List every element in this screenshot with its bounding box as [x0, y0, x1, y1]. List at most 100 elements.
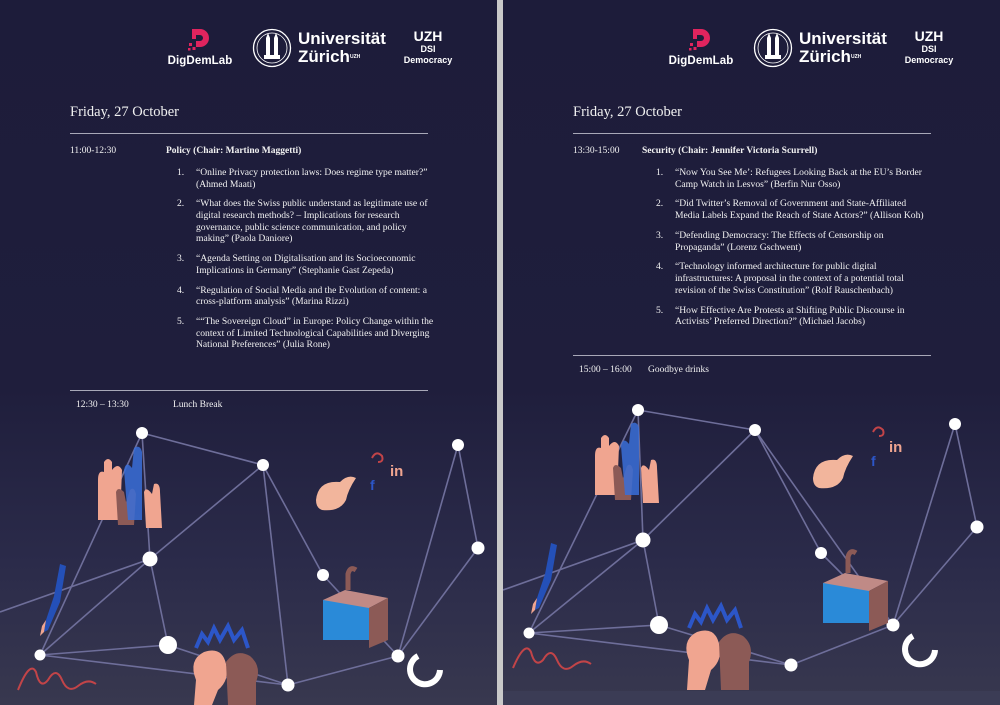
- break-time: 12:30 – 13:30: [76, 400, 129, 410]
- divider: [70, 133, 428, 134]
- divider: [573, 355, 931, 356]
- talk-item: 3. “Defending Democracy: The Effects of C…: [656, 229, 930, 253]
- talk-item: 4. “Regulation of Social Media and the Ev…: [177, 284, 436, 308]
- heads-icon: [686, 601, 751, 690]
- talk-text: “Did Twitter’s Removal of Government and…: [675, 198, 924, 222]
- logo-bar: DigDemLab Universität ZürichUZH UZH DSI …: [661, 26, 961, 76]
- uzh-sup: UZH: [349, 54, 361, 60]
- facebook-icon: f: [370, 477, 375, 493]
- talk-text: “Regulation of Social Media and the Evol…: [196, 284, 427, 308]
- program-page-left: DigDemLab Universität ZürichUZH UZH DSI …: [0, 0, 497, 705]
- pen-icon: [40, 564, 66, 636]
- digdemlab-mark-icon: [188, 29, 209, 51]
- signature-scribble-icon: [17, 667, 97, 691]
- digdemlab-wordmark: DigDemLab: [167, 55, 233, 67]
- talk-text: “Defending Democracy: The Effects of Cen…: [675, 229, 884, 253]
- uzh-sup: UZH: [850, 54, 862, 60]
- heads-icon: [193, 621, 258, 705]
- talk-text: “What does the Swiss public understand a…: [196, 198, 428, 245]
- talk-number: 2.: [656, 198, 664, 210]
- network-nodes: [34, 427, 485, 692]
- talk-list: 1. “Now You See Me’: Refugees Looking Bac…: [656, 167, 930, 336]
- session-time: 13:30-15:00: [573, 146, 620, 156]
- talk-item: 5.““The Sovereign Cloud” in Europe: Poli…: [177, 316, 436, 351]
- session-title: Security (Chair: Jennifer Victoria Scurr…: [642, 146, 818, 156]
- talk-number: 3.: [177, 253, 185, 265]
- talk-item: 3. “Agenda Setting on Digitalisation and …: [177, 253, 436, 276]
- at-scribble-icon: [872, 426, 885, 437]
- dsi-label: DSI: [420, 44, 436, 54]
- digdemlab-logo: DigDemLab: [661, 26, 741, 67]
- uzh-line-2: Zürich: [799, 47, 851, 66]
- page-gutter: [497, 0, 503, 705]
- session-title: Policy (Chair: Martino Maggetti): [166, 146, 302, 156]
- bird-icon: [316, 476, 356, 511]
- divider: [70, 390, 428, 391]
- talk-number: 5.: [656, 304, 664, 316]
- loop-icon: [902, 633, 938, 668]
- uzh-seal-icon: [252, 28, 292, 68]
- logo-bar: DigDemLab Universität ZürichUZH UZH DSI …: [160, 26, 460, 76]
- talk-text: “Online Privacy protection laws: Does re…: [196, 167, 428, 190]
- at-scribble-icon: [371, 452, 384, 463]
- talk-text: ““The Sovereign Cloud” in Europe: Policy…: [196, 316, 434, 351]
- uzh-wordmark: Universität ZürichUZH: [298, 30, 386, 66]
- talk-item: 1. “Now You See Me’: Refugees Looking Bac…: [656, 167, 930, 190]
- uzh-seal-icon: [753, 28, 793, 68]
- talk-text: “How Effective Are Protests at Shifting …: [675, 304, 905, 328]
- talk-list: 1. “Online Privacy protection laws: Does …: [177, 167, 436, 359]
- break-time: 15:00 – 16:00: [579, 365, 632, 375]
- network-lines: [0, 432, 479, 686]
- uzh-line-2: Zürich: [298, 47, 350, 66]
- dsi-logo: UZH DSI Democracy: [398, 28, 458, 66]
- talk-text: “Technology informed architecture for pu…: [675, 261, 904, 296]
- talk-item: 1. “Online Privacy protection laws: Does …: [177, 167, 436, 190]
- ballot-box-icon: [823, 549, 888, 631]
- hands-icon: [98, 446, 162, 528]
- break-label: Lunch Break: [173, 400, 223, 410]
- dsi-democracy: Democracy: [904, 55, 954, 65]
- bird-icon: [813, 454, 853, 489]
- digdemlab-mark-icon: [689, 29, 710, 51]
- ballot-box-icon: [323, 566, 388, 648]
- dsi-uzh: UZH: [413, 28, 443, 44]
- program-page-right: DigDemLab Universität ZürichUZH UZH DSI …: [503, 0, 1000, 705]
- talk-number: 4.: [177, 284, 185, 296]
- hands-icon: [595, 422, 659, 503]
- digdemlab-logo: DigDemLab: [160, 26, 240, 67]
- talk-number: 3.: [656, 229, 664, 241]
- dsi-democracy: Democracy: [403, 55, 453, 65]
- break-label: Goodbye drinks: [648, 365, 709, 375]
- dsi-label: DSI: [921, 44, 937, 54]
- uzh-wordmark: Universität ZürichUZH: [799, 30, 887, 66]
- loop-icon: [407, 653, 443, 688]
- facebook-icon: f: [871, 453, 876, 469]
- uzh-line-1: Universität: [298, 29, 386, 48]
- signature-scribble-icon: [512, 647, 592, 670]
- network-illustration: in f: [0, 427, 485, 705]
- talk-item: 2. “Did Twitter’s Removal of Government a…: [656, 198, 930, 222]
- network-illustration: in f: [503, 404, 984, 690]
- session-time: 11:00-12:30: [70, 146, 117, 156]
- divider: [573, 133, 931, 134]
- page-date: Friday, 27 October: [573, 104, 682, 120]
- talk-number: 2.: [177, 198, 185, 210]
- linkedin-icon: in: [390, 463, 403, 480]
- dsi-uzh: UZH: [914, 28, 944, 44]
- talk-item: 4. “Technology informed architecture for …: [656, 261, 930, 296]
- talk-number: 1.: [177, 167, 185, 178]
- uzh-line-1: Universität: [799, 29, 887, 48]
- linkedin-icon: in: [889, 439, 902, 456]
- talk-text: “Agenda Setting on Digitalisation and it…: [196, 253, 416, 276]
- network-nodes: [523, 404, 984, 672]
- talk-text: “Now You See Me’: Refugees Looking Back …: [675, 167, 922, 190]
- talk-number: 4.: [656, 261, 664, 273]
- dsi-logo: UZH DSI Democracy: [899, 28, 959, 66]
- digdemlab-wordmark: DigDemLab: [668, 55, 734, 67]
- talk-item: 2. “What does the Swiss public understand…: [177, 198, 436, 245]
- page-date: Friday, 27 October: [70, 104, 179, 120]
- pen-icon: [531, 543, 557, 614]
- talk-number: 1.: [656, 167, 664, 178]
- talk-item: 5. “How Effective Are Protests at Shiftin…: [656, 304, 930, 328]
